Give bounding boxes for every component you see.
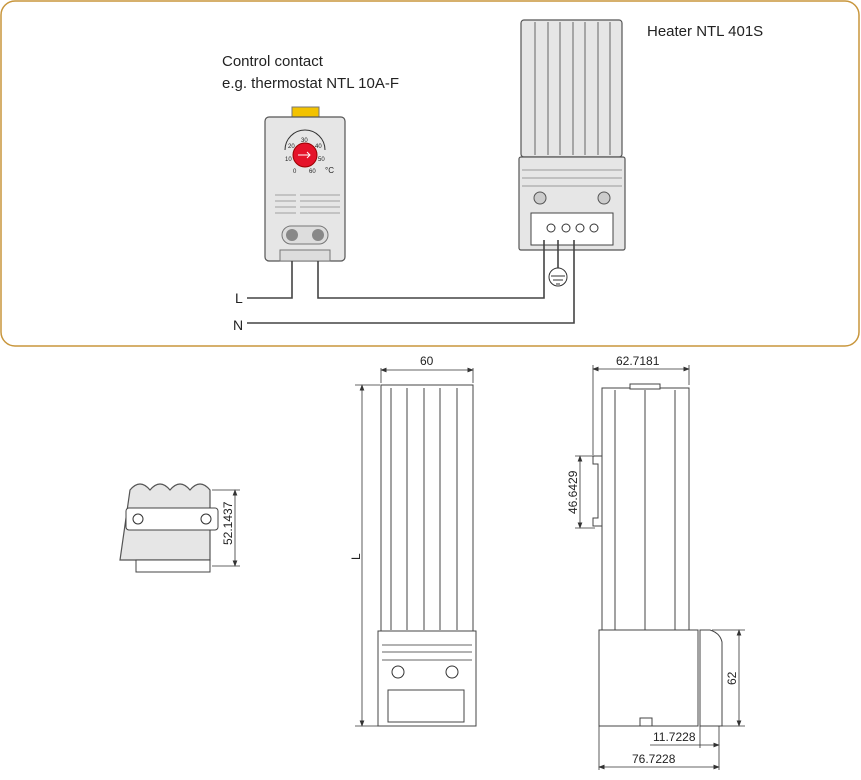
front-view-drawing: 60 L xyxy=(349,354,477,727)
top-view-height-dim: 52.1437 xyxy=(221,501,235,545)
heater-drawing xyxy=(518,19,626,251)
wire-N xyxy=(247,240,575,324)
rail-height-dim: 46.6429 xyxy=(566,470,580,514)
wiring-frame xyxy=(0,0,860,347)
total-depth-dim: 76.7228 xyxy=(632,752,676,766)
ground-icon xyxy=(548,267,568,287)
front-length-dim: L xyxy=(349,553,363,560)
dial-mark: 50 xyxy=(318,157,325,163)
clip-depth-dim: 11.7228 xyxy=(653,730,696,744)
terminal-height-dim: 62 xyxy=(725,671,739,685)
dial-mark: 10 xyxy=(285,157,292,163)
line-N-label: N xyxy=(233,317,243,333)
line-L-label: L xyxy=(235,290,243,306)
dial-mark: 60 xyxy=(309,169,316,175)
front-width-dim: 60 xyxy=(420,354,434,368)
wire-thermostat-heater xyxy=(317,240,545,299)
heater-label: Heater NTL 401S xyxy=(647,23,763,40)
top-view-drawing: 52.1437 xyxy=(119,483,240,573)
thermostat-label: e.g. thermostat NTL 10A-F xyxy=(222,75,399,92)
control-contact-label: Control contact xyxy=(222,53,324,70)
dial-mark: 0 xyxy=(293,169,297,175)
side-width-dim: 62.7181 xyxy=(616,354,660,368)
dial-unit: °C xyxy=(325,166,334,175)
side-view-drawing: 62.7181 46.6429 62 11.7228 76.7228 xyxy=(566,354,745,770)
dial-mark: 40 xyxy=(315,144,322,150)
dial-mark: 20 xyxy=(288,144,295,150)
thermostat-drawing: 0 10 20 30 40 50 60 °C xyxy=(264,106,346,262)
dial-mark: 30 xyxy=(301,138,308,144)
wire-L xyxy=(247,261,293,299)
